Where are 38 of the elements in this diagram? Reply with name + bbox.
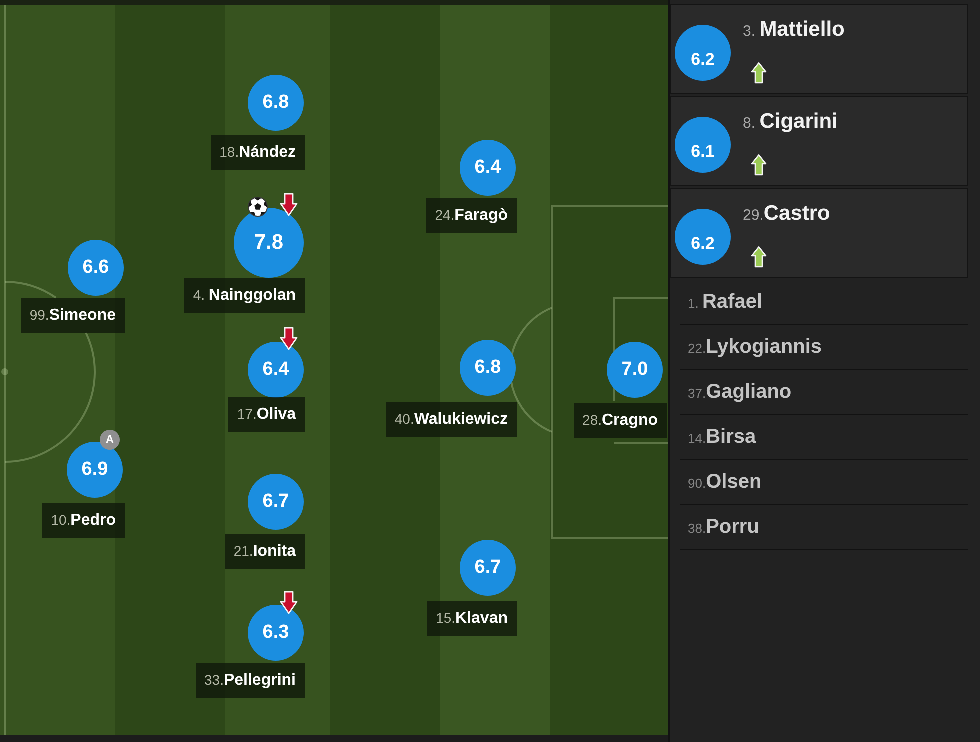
captain-badge: A: [100, 430, 120, 450]
rating-circle: 6.3: [248, 605, 304, 661]
name-tag: 28.Cragno: [574, 403, 667, 438]
rating-circle: 6.4: [248, 342, 304, 398]
player-name: 90.Olsen: [688, 470, 762, 494]
player-name: 8. Cigarini: [743, 109, 838, 135]
name-tag: 99.Simeone: [20, 298, 125, 333]
rating-circle: 7.8: [234, 208, 304, 278]
name-tag: 33.Pellegrini: [196, 663, 305, 698]
rating-circle: 6.4: [460, 140, 516, 196]
player-name: 3. Mattiello: [743, 17, 845, 43]
rating-circle: 6.8: [460, 340, 516, 396]
substitute-row: [670, 4, 968, 94]
player-name: 1. Rafael: [688, 290, 762, 314]
player-name: 14.Birsa: [688, 426, 756, 448]
name-tag: 40.Walukiewicz: [386, 402, 517, 437]
player-name: 29.Castro: [743, 201, 830, 227]
name-tag: 21.Ionita: [224, 534, 305, 569]
rating-circle: 6.2: [675, 209, 731, 265]
rating-circle: 7.0: [607, 342, 663, 398]
name-tag: 10.Pedro: [42, 503, 125, 538]
player-name: 22.Lykogiannis: [688, 336, 822, 358]
player-name: 38.Porru: [688, 516, 760, 538]
rating-circle: 6.9: [67, 442, 123, 498]
name-tag: 18.Nández: [210, 135, 305, 170]
rating-circle: 6.2: [675, 25, 731, 81]
name-tag: 4. Nainggolan: [184, 278, 305, 313]
substitute-row: [670, 96, 968, 186]
name-tag: 24.Faragò: [426, 198, 517, 233]
substitute-row: [670, 188, 968, 278]
rating-circle: 6.6: [68, 240, 124, 296]
rating-circle: 6.8: [248, 75, 304, 131]
player-name: 37.Gagliano: [688, 380, 792, 404]
rating-circle: 6.7: [460, 540, 516, 596]
name-tag: 17.Oliva: [228, 397, 305, 432]
rating-circle: 6.1: [675, 117, 731, 173]
rating-circle: 6.7: [248, 474, 304, 530]
name-tag: 15.Klavan: [427, 601, 517, 636]
